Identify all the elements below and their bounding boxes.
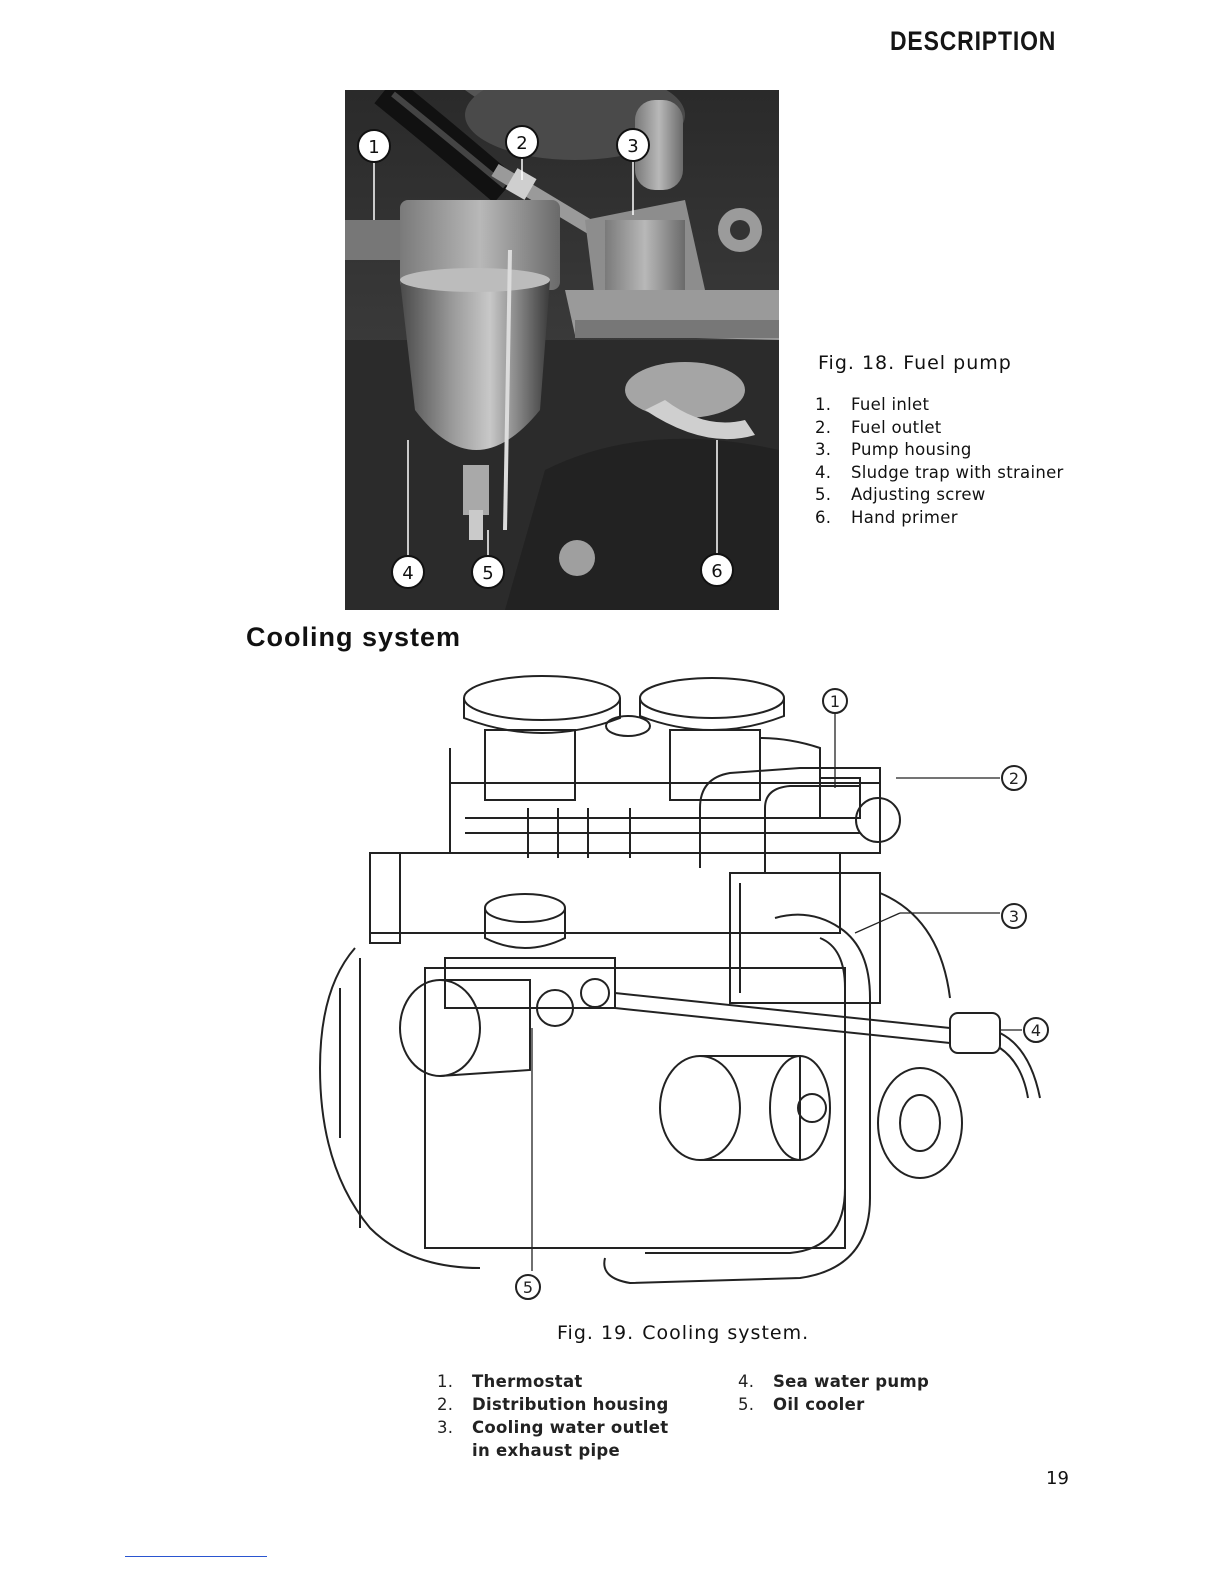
svg-text:4: 4: [402, 563, 413, 584]
drawing-callout-2: 2: [1001, 765, 1027, 791]
footer-rule: [125, 1556, 267, 1557]
svg-text:1: 1: [830, 692, 840, 711]
fig18-caption: Fig. 18. Fuel pump: [818, 352, 1012, 374]
svg-text:6: 6: [711, 561, 722, 582]
photo-callout-3: 3: [616, 128, 650, 162]
drawing-callout-1: 1: [822, 688, 848, 714]
photo-callout-1: 1: [357, 129, 391, 163]
photo-callout-4: 4: [391, 555, 425, 589]
photo-callout-2: 2: [505, 125, 539, 159]
drawing-callout-5: 5: [515, 1274, 541, 1300]
list-item: 5.Adjusting screw: [815, 485, 986, 504]
list-item: 4.Sludge trap with strainer: [815, 462, 1064, 482]
page-number: 19: [1046, 1468, 1069, 1489]
drawing-callout-3: 3: [1001, 903, 1027, 929]
list-item: 2.Fuel outlet: [815, 417, 942, 437]
photo-callout-6: 6: [700, 553, 734, 587]
list-item: 6.Hand primer: [815, 507, 958, 527]
list-item: 5.Oil cooler: [738, 1395, 865, 1414]
svg-text:4: 4: [1031, 1021, 1041, 1040]
drawing-callout-4: 4: [1023, 1017, 1049, 1043]
fig19-legend-left: 1.Thermostat 2.Distribution housing 3.Co…: [437, 1370, 702, 1462]
fuel-pump-photo: 1 2 3 4 5 6: [345, 90, 779, 610]
fig19-title: Cooling system.: [642, 1322, 810, 1344]
svg-text:2: 2: [516, 133, 527, 154]
fig19-legend-right: 4.Sea water pump 5.Oil cooler: [738, 1370, 1003, 1416]
fig18-label: Fig. 18.: [818, 352, 896, 374]
list-item: 3.Pump housing: [815, 440, 972, 459]
photo-callout-5: 5: [471, 555, 505, 589]
list-item: 1.Thermostat: [437, 1372, 583, 1391]
svg-text:3: 3: [1009, 907, 1019, 926]
fig18-title: Fuel pump: [903, 352, 1012, 374]
svg-text:5: 5: [523, 1278, 533, 1297]
list-item: 3.Cooling water outlet in exhaust pipe: [437, 1418, 669, 1460]
list-item: 2.Distribution housing: [437, 1395, 669, 1414]
list-item: 1.Fuel inlet: [815, 395, 930, 414]
list-item: 4.Sea water pump: [738, 1372, 930, 1391]
svg-text:5: 5: [482, 563, 493, 584]
svg-text:2: 2: [1009, 769, 1019, 788]
fig18-legend: 1.Fuel inlet 2.Fuel outlet 3.Pump housin…: [815, 394, 1064, 529]
svg-text:1: 1: [368, 137, 379, 158]
section-header: DESCRIPTION: [890, 26, 1057, 56]
cooling-system-heading: Cooling system: [246, 622, 462, 652]
fig19-label: Fig. 19.: [557, 1322, 635, 1344]
fig19-caption: Fig. 19. Cooling system.: [557, 1322, 809, 1344]
cooling-system-drawing: 1 2 3 4 5: [318, 675, 1049, 1300]
svg-text:3: 3: [627, 136, 638, 157]
